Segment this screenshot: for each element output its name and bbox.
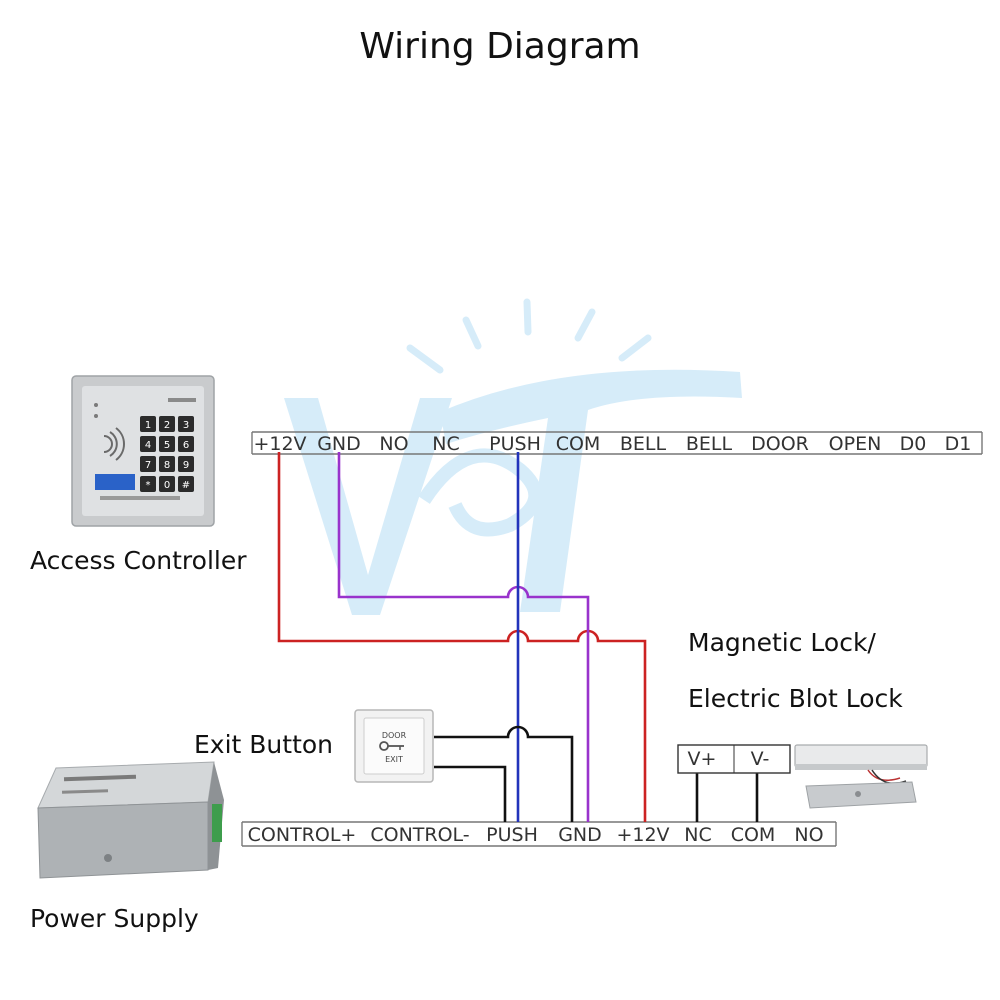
access-controller-label: Access Controller <box>30 546 247 575</box>
ps-terminal-control-minus: CONTROL- <box>370 824 469 846</box>
watermark-letter-t <box>440 369 742 612</box>
ps-terminal-nc: NC <box>684 824 711 846</box>
keypad-key-label: 5 <box>164 440 170 451</box>
keypad-key <box>159 456 175 472</box>
controller-terminal-d1: D1 <box>945 433 972 455</box>
lock-terminal-box: V+ V- <box>677 744 791 774</box>
keypad-key <box>140 456 156 472</box>
keypad-key-label: * <box>146 480 151 491</box>
keypad-key-label: 4 <box>145 440 151 451</box>
keypad-key <box>140 416 156 432</box>
key-icon <box>379 741 404 751</box>
power-supply-terminal-strip <box>241 821 837 847</box>
watermark-swirl <box>418 448 543 537</box>
keypad-key-label: # <box>182 480 190 491</box>
ps-terminal-plus12v: +12V <box>616 824 669 846</box>
keypad-key-label: 7 <box>145 460 151 471</box>
controller-terminal-nc: NC <box>432 433 459 455</box>
magnetic-lock-label-line1: Magnetic Lock/ <box>688 628 876 657</box>
ps-terminal-control-plus: CONTROL+ <box>248 824 357 846</box>
keypad-key-label: 2 <box>164 420 170 431</box>
keypad-key <box>159 476 175 492</box>
controller-terminal-bell-2: BELL <box>686 433 733 455</box>
keypad-key <box>140 436 156 452</box>
lock-terminal-vminus: V- <box>751 748 770 770</box>
keypad-key <box>178 416 194 432</box>
page-title: Wiring Diagram <box>359 26 641 67</box>
exit-button-label: Exit Button <box>194 730 334 759</box>
exit-button-exit-text: EXIT <box>385 755 403 764</box>
rfid-icon <box>103 427 125 461</box>
controller-terminal-labels: +12V GND NO NC PUSH COM BELL BELL DOOR O… <box>253 433 971 455</box>
power-supply-terminal-labels: CONTROL+ CONTROL- PUSH GND +12V NC COM N… <box>248 824 824 846</box>
controller-terminal-open: OPEN <box>829 433 882 455</box>
keypad-key-label: 9 <box>183 460 189 471</box>
exit-button-door-text: DOOR <box>382 731 407 740</box>
magnetic-lock-label-line2: Electric Blot Lock <box>688 684 903 713</box>
controller-terminal-strip <box>251 431 983 455</box>
keypad-key <box>159 416 175 432</box>
keypad-keys: 1 2 3 4 5 6 7 8 9 * 0 # <box>140 416 194 492</box>
watermark-logo <box>284 298 742 615</box>
keypad-key-label: 8 <box>164 460 170 471</box>
exit-button-image: DOOR EXIT <box>354 709 434 783</box>
controller-terminal-door: DOOR <box>751 433 809 455</box>
magnetic-lock-image <box>794 744 928 809</box>
ps-terminal-no: NO <box>794 824 823 846</box>
wire-exit-button-b <box>434 765 507 822</box>
controller-terminal-no: NO <box>379 433 408 455</box>
keypad-key <box>140 476 156 492</box>
power-supply-image <box>37 761 224 879</box>
ps-terminal-gnd: GND <box>558 824 602 846</box>
controller-terminal-gnd: GND <box>317 433 361 455</box>
keypad-key <box>178 456 194 472</box>
keypad-key-label: 0 <box>164 480 170 491</box>
keypad-key-label: 1 <box>145 420 151 431</box>
controller-terminal-plus12v: +12V <box>253 433 306 455</box>
controller-terminal-push: PUSH <box>489 433 541 455</box>
wire-plus12v <box>277 452 647 822</box>
ps-terminal-push: PUSH <box>486 824 538 846</box>
lock-terminal-vplus: V+ <box>688 748 717 770</box>
keypad-key-label: 3 <box>183 420 189 431</box>
watermark-letter-v <box>284 398 452 615</box>
keypad-key <box>178 476 194 492</box>
keypad-key <box>159 436 175 452</box>
access-controller-keypad-image: 1 2 3 4 5 6 7 8 9 * 0 # <box>71 375 215 527</box>
power-supply-label: Power Supply <box>30 904 199 933</box>
controller-terminal-d0: D0 <box>900 433 927 455</box>
keypad-key-label: 6 <box>183 440 189 451</box>
controller-terminal-com: COM <box>556 433 601 455</box>
ps-terminal-com: COM <box>731 824 776 846</box>
keypad-key <box>178 436 194 452</box>
wire-exit-button-a <box>434 725 574 822</box>
controller-terminal-bell-1: BELL <box>620 433 667 455</box>
wires <box>277 452 759 822</box>
